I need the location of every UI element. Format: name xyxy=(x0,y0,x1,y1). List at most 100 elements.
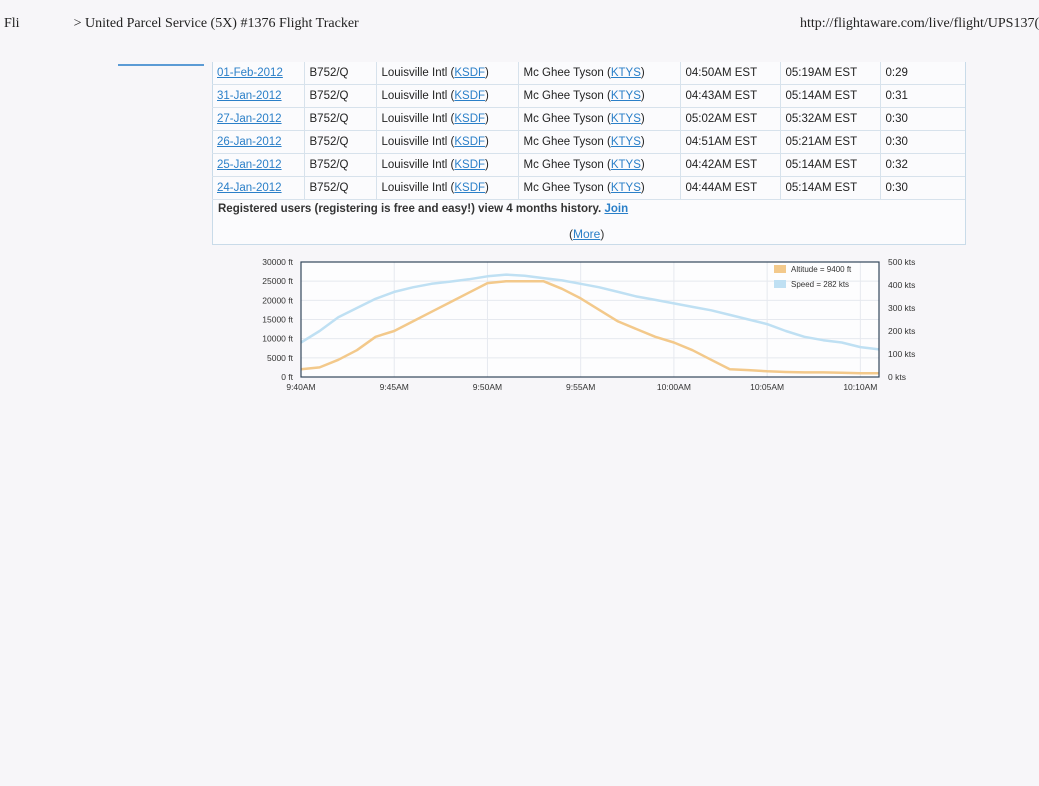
destination-cell: Mc Ghee Tyson (KTYS) xyxy=(517,153,680,177)
arrival-time: 05:21AM EST xyxy=(785,136,858,148)
x-tick-label: 10:05AM xyxy=(750,382,784,392)
destination-code-link[interactable]: KTYS xyxy=(610,67,641,79)
arrival-time: 05:32AM EST xyxy=(785,113,858,125)
more-paren-open: ( xyxy=(569,227,573,241)
duration-cell: 0:29 xyxy=(879,62,965,85)
punctuation: ) xyxy=(485,113,489,125)
x-tick-label: 9:55AM xyxy=(566,382,595,392)
x-tick-label: 9:45AM xyxy=(380,382,409,392)
aircraft-type: B752/Q xyxy=(309,136,349,148)
y-left-tick-label: 10000 ft xyxy=(262,334,293,344)
punctuation: ( xyxy=(603,136,611,148)
table-row: 25-Jan-2012 B752/Q Louisville Intl (KSDF)M… xyxy=(212,153,965,177)
departure-cell: 04:51AM EST xyxy=(679,130,780,154)
date-link[interactable]: 26-Jan-2012 xyxy=(217,136,282,148)
duration-cell: 0:31 xyxy=(879,84,965,108)
arrival-time: 05:14AM EST xyxy=(785,182,858,194)
destination-code-link[interactable]: KTYS xyxy=(610,159,641,171)
page-url: http://flightaware.com/live/flight/UPS13… xyxy=(800,16,1039,31)
origin-name: Louisville Intl xyxy=(381,159,448,171)
duration-cell: 0:30 xyxy=(879,107,965,131)
punctuation: ( xyxy=(603,159,611,171)
punctuation: ( xyxy=(603,90,611,102)
page-title: > United Parcel Service (5X) #1376 Fligh… xyxy=(73,16,359,31)
x-tick-label: 10:10AM xyxy=(843,382,877,392)
date-link[interactable]: 01-Feb-2012 xyxy=(217,67,283,79)
aircraft-type: B752/Q xyxy=(309,67,349,79)
aircraft-cell: B752/Q xyxy=(303,130,376,154)
origin-code-link[interactable]: KSDF xyxy=(454,136,486,148)
origin-code-link[interactable]: KSDF xyxy=(454,182,486,194)
punctuation: ( xyxy=(447,67,455,79)
origin-cell: Louisville Intl (KSDF) xyxy=(375,84,518,108)
x-tick-label: 10:00AM xyxy=(657,382,691,392)
duration: 0:30 xyxy=(885,136,908,148)
departure-cell: 04:50AM EST xyxy=(679,62,780,85)
arrival-cell: 05:14AM EST xyxy=(779,153,880,177)
legend-label: Speed = 282 kts xyxy=(791,280,849,289)
date-link[interactable]: 27-Jan-2012 xyxy=(217,113,282,125)
legend-swatch xyxy=(774,280,786,288)
x-tick-label: 9:40AM xyxy=(286,382,315,392)
date-cell: 25-Jan-2012 xyxy=(212,153,304,177)
punctuation: ) xyxy=(640,67,645,79)
punctuation: ) xyxy=(485,182,489,194)
y-right-tick-label: 200 kts xyxy=(888,326,915,336)
date-link[interactable]: 24-Jan-2012 xyxy=(217,182,282,194)
punctuation: ( xyxy=(603,67,611,79)
date-link[interactable]: 31-Jan-2012 xyxy=(217,90,282,102)
date-cell: 27-Jan-2012 xyxy=(212,107,304,131)
registration-text: Registered users (registering is free an… xyxy=(218,203,602,215)
punctuation: ( xyxy=(447,90,455,102)
destination-name: Mc Ghee Tyson xyxy=(523,136,604,148)
tab-underline xyxy=(118,64,204,66)
join-link[interactable]: Join xyxy=(604,203,629,215)
destination-name: Mc Ghee Tyson xyxy=(523,182,604,194)
departure-cell: 04:44AM EST xyxy=(679,176,780,200)
more-link[interactable]: More xyxy=(573,227,601,241)
departure-time: 04:42AM EST xyxy=(685,159,758,171)
duration: 0:30 xyxy=(885,113,908,125)
origin-code-link[interactable]: KSDF xyxy=(454,159,486,171)
destination-code-link[interactable]: KTYS xyxy=(610,182,641,194)
origin-name: Louisville Intl xyxy=(381,136,448,148)
x-tick-label: 9:50AM xyxy=(473,382,502,392)
punctuation: ) xyxy=(640,113,645,125)
arrival-time: 05:14AM EST xyxy=(785,159,858,171)
y-left-tick-label: 30000 ft xyxy=(262,257,293,267)
origin-name: Louisville Intl xyxy=(381,90,448,102)
date-cell: 26-Jan-2012 xyxy=(212,130,304,154)
date-link[interactable]: 25-Jan-2012 xyxy=(217,159,282,171)
duration: 0:29 xyxy=(885,67,908,79)
aircraft-cell: B752/Q xyxy=(303,176,376,200)
aircraft-type: B752/Q xyxy=(309,159,349,171)
origin-cell: Louisville Intl (KSDF) xyxy=(375,153,518,177)
duration: 0:31 xyxy=(885,90,908,102)
departure-time: 04:51AM EST xyxy=(685,136,758,148)
destination-cell: Mc Ghee Tyson (KTYS) xyxy=(517,62,680,85)
altitude-series-line xyxy=(300,279,879,375)
punctuation: ) xyxy=(485,90,489,102)
aircraft-cell: B752/Q xyxy=(303,62,376,85)
punctuation: ( xyxy=(447,182,455,194)
departure-cell: 05:02AM EST xyxy=(679,107,780,131)
destination-code-link[interactable]: KTYS xyxy=(610,136,641,148)
y-right-tick-label: 0 kts xyxy=(888,372,906,382)
destination-code-link[interactable]: KTYS xyxy=(610,113,641,125)
aircraft-cell: B752/Q xyxy=(303,84,376,108)
aircraft-type: B752/Q xyxy=(309,90,349,102)
destination-name: Mc Ghee Tyson xyxy=(523,90,604,102)
arrival-time: 05:19AM EST xyxy=(785,67,858,79)
destination-cell: Mc Ghee Tyson (KTYS) xyxy=(517,84,680,108)
origin-code-link[interactable]: KSDF xyxy=(454,67,486,79)
destination-cell: Mc Ghee Tyson (KTYS) xyxy=(517,130,680,154)
arrival-cell: 05:19AM EST xyxy=(779,62,880,85)
duration-cell: 0:30 xyxy=(879,130,965,154)
destination-code-link[interactable]: KTYS xyxy=(610,90,641,102)
origin-code-link[interactable]: KSDF xyxy=(454,90,486,102)
origin-code-link[interactable]: KSDF xyxy=(454,113,486,125)
